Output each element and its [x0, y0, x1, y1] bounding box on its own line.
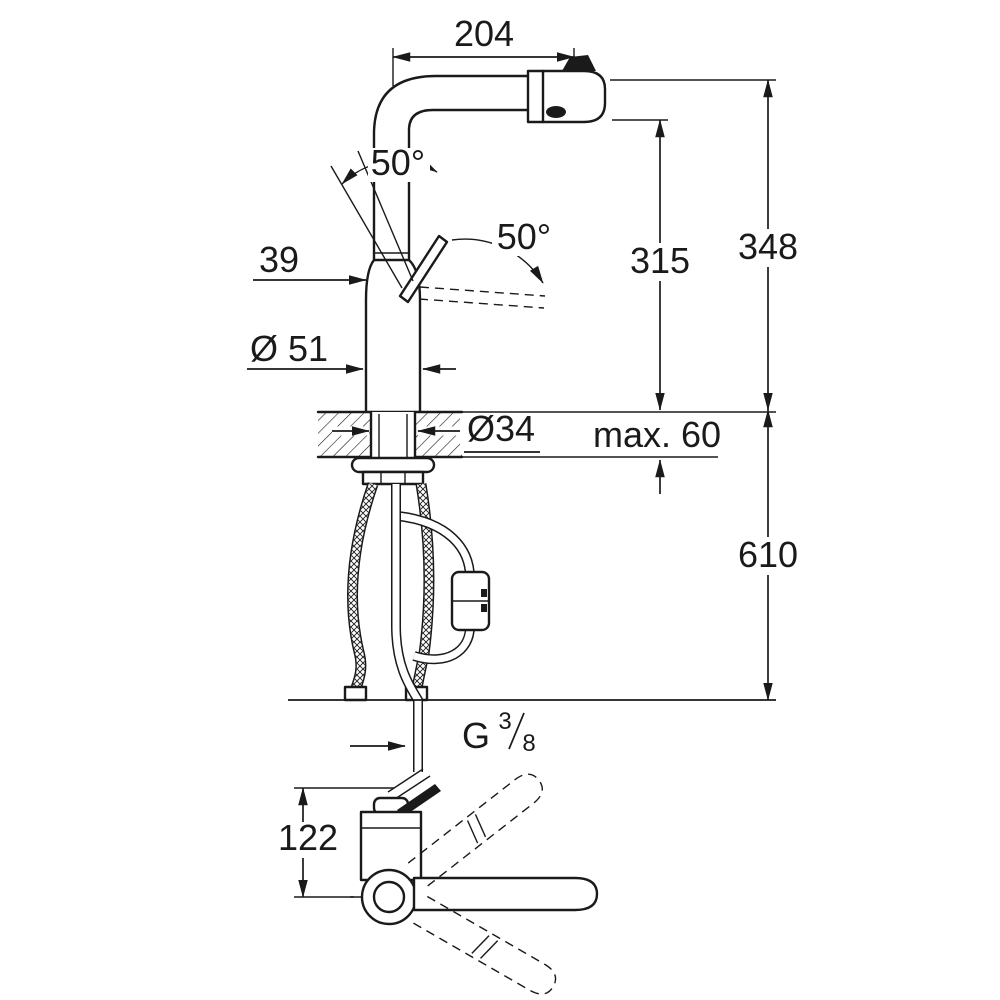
plan-base-inner: [372, 880, 406, 914]
dim-shank-diameter: Ø34: [332, 408, 542, 453]
plan-view: 122: [278, 768, 599, 995]
spray-head: [526, 69, 607, 124]
plan-spout-swivel-up: [407, 773, 543, 888]
lever-handle: [398, 234, 449, 304]
dim-plan-height: 122: [278, 787, 394, 898]
stabilizer-plate: [350, 456, 436, 474]
dim-below-counter-label: 610: [738, 534, 798, 575]
angle-left-label-bg: [368, 148, 430, 182]
faucet-body-right-outline: [407, 108, 534, 413]
dim-below-counter: 610: [288, 409, 799, 701]
hose-end-fitting-left: [343, 685, 368, 702]
dim-body-diameter: Ø 51: [247, 328, 456, 374]
shank-mask: [371, 412, 415, 458]
dim-total-height: 348: [610, 79, 799, 411]
dim-spout-height-label: 315: [630, 240, 690, 281]
hose-weight: [450, 570, 491, 632]
dim-spout-reach-label: 204: [454, 13, 514, 54]
angle-left-label: 50°: [371, 142, 425, 183]
dim-handle-depth-label: 39: [259, 239, 299, 280]
dim-max-thickness: max. 60: [593, 414, 721, 494]
hoses: [343, 482, 491, 772]
plan-body: [359, 810, 423, 882]
dim-thread: G 3 8: [350, 708, 536, 757]
angle-right-label-bg: [492, 222, 556, 256]
pullout-hose-loop: [397, 511, 475, 665]
thread-letter-label: G: [462, 715, 490, 756]
front-view-faucet: 50° 50°: [330, 55, 607, 413]
supply-hose-left: [347, 482, 379, 690]
mounting-shank: [350, 410, 436, 486]
thread-denominator-label: 8: [522, 730, 535, 757]
angle-right-label: 50°: [497, 216, 551, 257]
plan-spout-swivel-down: [411, 895, 557, 995]
swivel-ghost-line-2: [418, 298, 545, 309]
pullout-hose-main: [391, 484, 423, 772]
thread-fraction-slash: [508, 712, 525, 750]
thread-numerator-label: 3: [498, 708, 511, 735]
lever-ghost-line-1: [330, 165, 403, 289]
dim-total-height-label: 348: [738, 226, 798, 267]
dim-spout-reach: 204: [392, 13, 575, 86]
dim-handle-depth: 39: [253, 239, 367, 285]
dim-max-thickness-label: max. 60: [593, 414, 721, 455]
dim-spout-height: 315: [612, 119, 691, 411]
dim-body-diameter-label: Ø 51: [250, 328, 328, 369]
plan-lever: [397, 784, 441, 817]
dim-plan-height-label: 122: [278, 817, 338, 858]
swivel-ghost-line-1: [419, 286, 546, 297]
spray-button: [546, 106, 566, 118]
front-dimensions: 204 348 315 max. 60 610: [247, 13, 799, 757]
dim-shank-diameter-label: Ø34: [467, 408, 535, 449]
mounting-nut: [361, 470, 425, 486]
plan-spout-solid: [412, 876, 599, 912]
plan-lever-ghost-2: [394, 775, 431, 800]
